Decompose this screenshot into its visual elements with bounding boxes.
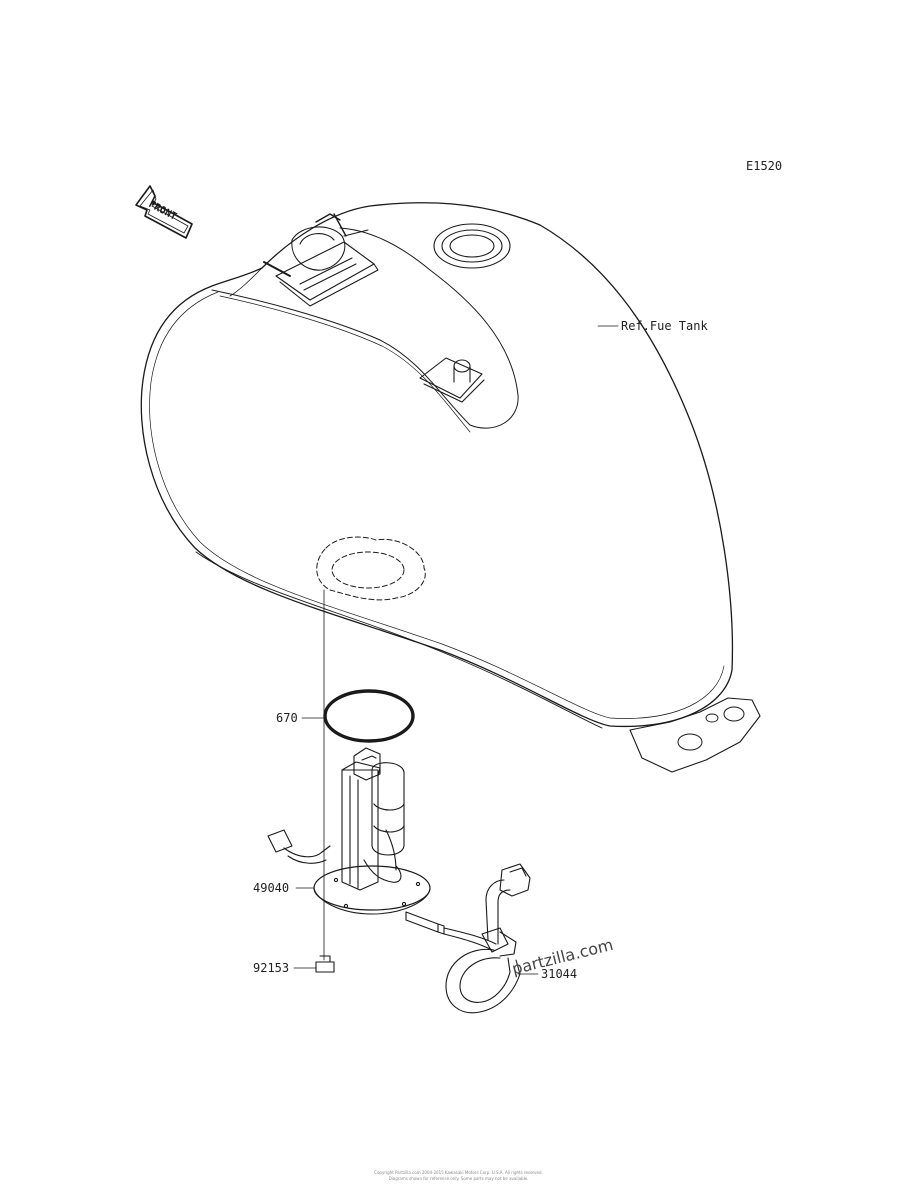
fuel-cap bbox=[433, 223, 511, 269]
label-92153[interactable]: 92153 bbox=[253, 961, 290, 975]
fuel-hose bbox=[443, 863, 539, 1014]
tank-bracket bbox=[419, 357, 485, 403]
pump-opening bbox=[316, 536, 426, 601]
footer-line-1: Copyright Partzilla.com 2004-2015 Kawasa… bbox=[374, 1170, 543, 1175]
label-ref-fuel-tank[interactable]: Ref.Fue Tank bbox=[621, 319, 708, 333]
label-670[interactable]: 670 bbox=[276, 711, 298, 725]
label-49040[interactable]: 49040 bbox=[253, 881, 290, 895]
diagram-code: E1520 bbox=[746, 159, 783, 173]
o-ring bbox=[323, 689, 415, 743]
fuel-pump bbox=[267, 747, 445, 935]
fuel-tank bbox=[140, 202, 761, 773]
tank-top-fitting bbox=[263, 213, 379, 307]
footer-line-2: Diagrams shown for reference only. Some … bbox=[388, 1176, 529, 1181]
label-31044[interactable]: 31044 bbox=[541, 967, 578, 981]
bolt bbox=[293, 955, 335, 973]
front-arrow-icon bbox=[135, 185, 193, 239]
